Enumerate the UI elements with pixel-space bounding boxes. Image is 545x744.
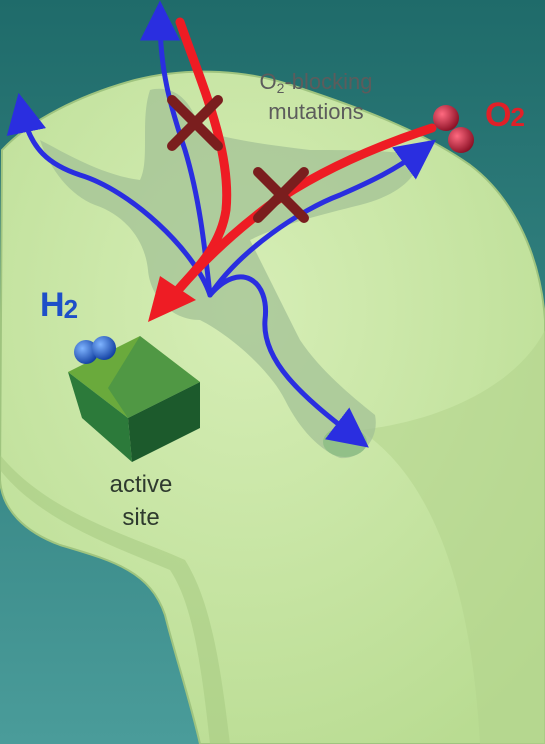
mutations-subscript: 2 [277, 80, 285, 96]
o2-label-subscript: 2 [510, 102, 523, 132]
h2-label-subscript: 2 [64, 294, 77, 324]
active-site-line2: site [86, 501, 196, 534]
o2-label: O2 [485, 96, 524, 135]
mutations-label: O2-blocking mutations [236, 68, 396, 126]
mutations-label-line1: O2-blocking [236, 68, 396, 98]
o2-label-main: O [485, 96, 510, 134]
active-site-line1: active [86, 468, 196, 501]
mutations-rest: -blocking [284, 69, 372, 94]
mutations-o: O [260, 69, 277, 94]
active-site-label: active site [86, 468, 196, 534]
h2-label-main: H [40, 286, 64, 324]
mutations-label-line2: mutations [236, 98, 396, 126]
h2-label: H2 [40, 286, 77, 325]
